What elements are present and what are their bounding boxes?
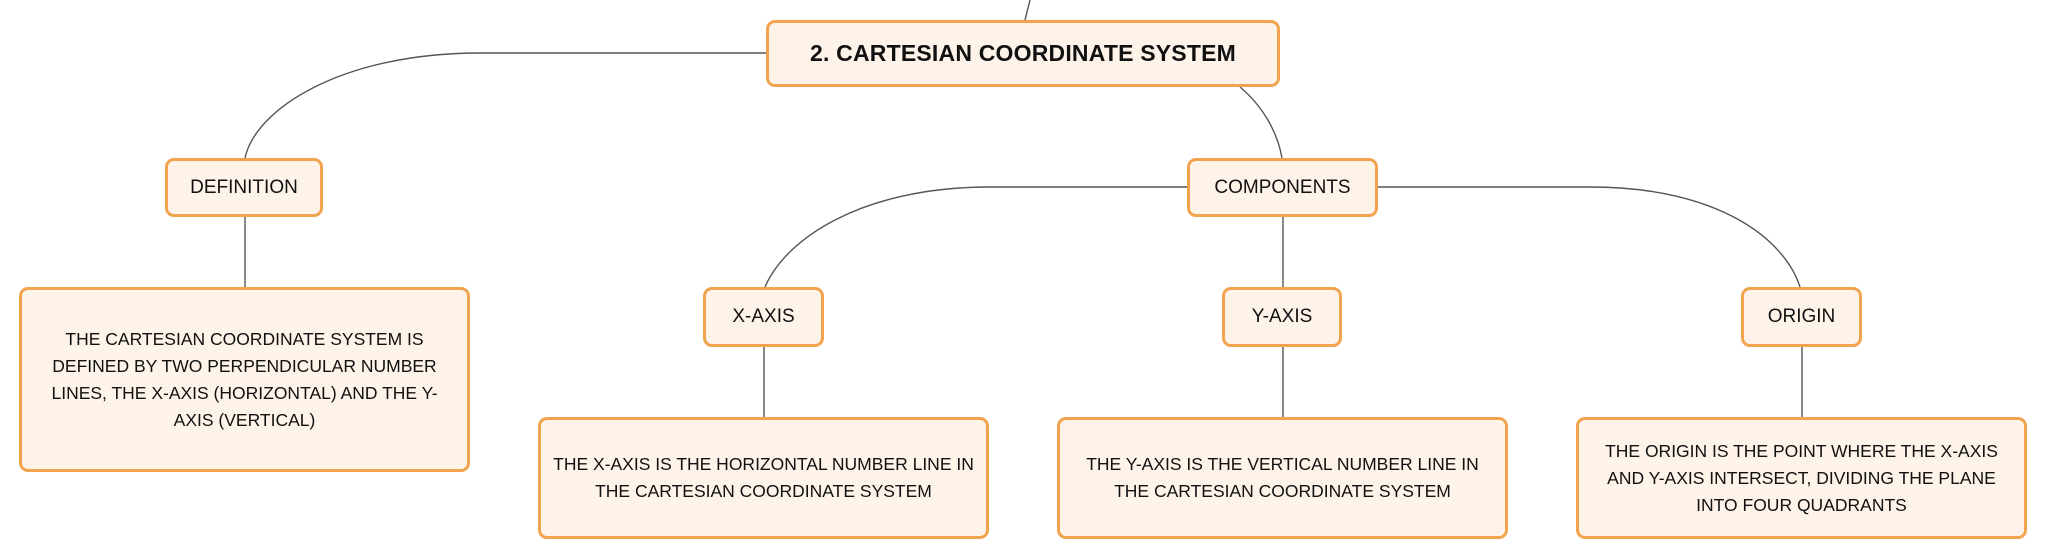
components-label: COMPONENTS <box>1214 176 1351 198</box>
root-topic[interactable]: 2. CARTESIAN COORDINATE SYSTEM <box>766 20 1280 87</box>
definition-label: DEFINITION <box>190 176 298 198</box>
origin-node[interactable]: ORIGIN <box>1741 287 1862 347</box>
y-axis-text-node[interactable]: THE Y-AXIS IS THE VERTICAL NUMBER LINE I… <box>1057 417 1508 539</box>
origin-text-node[interactable]: THE ORIGIN IS THE POINT WHERE THE X-AXIS… <box>1576 417 2027 539</box>
y-axis-node[interactable]: Y-AXIS <box>1222 287 1342 347</box>
root-topic-label: 2. CARTESIAN COORDINATE SYSTEM <box>810 40 1236 66</box>
definition-text-node[interactable]: THE CARTESIAN COORDINATE SYSTEM IS DEFIN… <box>19 287 470 472</box>
x-axis-node[interactable]: X-AXIS <box>703 287 824 347</box>
components-node[interactable]: COMPONENTS <box>1187 158 1378 217</box>
y-axis-label: Y-AXIS <box>1251 306 1313 327</box>
y-axis-text: THE Y-AXIS IS THE VERTICAL NUMBER LINE I… <box>1086 454 1479 501</box>
origin-label: ORIGIN <box>1767 306 1836 327</box>
connector-components-to-origin <box>1378 186 1801 288</box>
definition-node[interactable]: DEFINITION <box>165 158 323 217</box>
definition-text: THE CARTESIAN COORDINATE SYSTEM IS DEFIN… <box>51 328 438 430</box>
connector-components-to-x-axis <box>764 186 1187 288</box>
x-axis-text: THE X-AXIS IS THE HORIZONTAL NUMBER LINE… <box>553 454 974 501</box>
origin-text: THE ORIGIN IS THE POINT WHERE THE X-AXIS… <box>1605 440 1998 515</box>
x-axis-label: X-AXIS <box>732 306 795 327</box>
connector-root-to-definition <box>244 52 766 159</box>
connector-parent-to-root <box>1024 0 1031 21</box>
x-axis-text-node[interactable]: THE X-AXIS IS THE HORIZONTAL NUMBER LINE… <box>538 417 989 539</box>
connector-root-to-components <box>1239 86 1283 159</box>
